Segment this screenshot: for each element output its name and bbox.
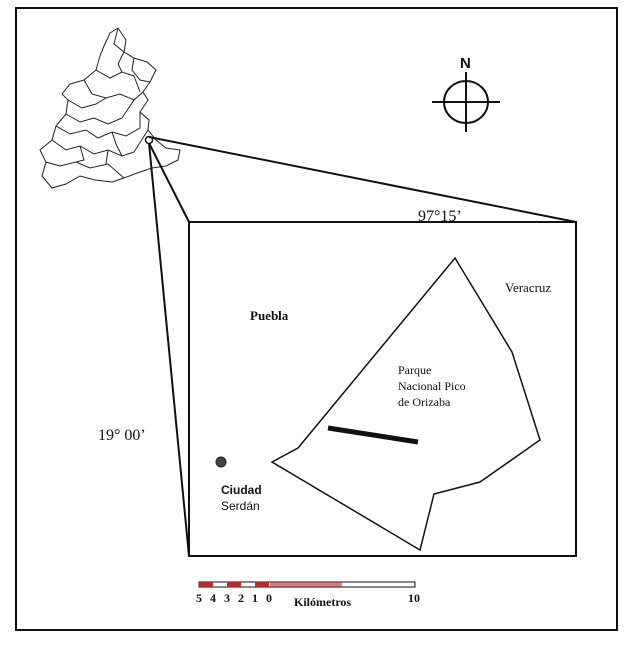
projection-lines	[148, 136, 577, 557]
park-label-line-3: de Orizaba	[398, 395, 451, 409]
scale-tick-4: 4	[210, 591, 216, 605]
longitude-label: 97°15’	[418, 208, 462, 225]
park-label-line-1: Parque	[398, 363, 431, 377]
city-label-line-1: Ciudad	[221, 483, 262, 497]
scale-bar	[198, 581, 416, 588]
park-label-line-2: Nacional Pico	[398, 379, 466, 393]
region-label-veracruz: Veracruz	[505, 280, 551, 295]
region-label-puebla: Puebla	[250, 308, 289, 323]
north-arrow-icon	[432, 72, 500, 132]
scale-tick-2: 2	[238, 591, 244, 605]
park-boundary	[270, 256, 541, 552]
scale-tick-1: 1	[252, 591, 258, 605]
north-label: N	[460, 55, 471, 72]
study-transect	[327, 425, 419, 445]
scale-tick-10: 10	[408, 591, 420, 605]
scale-tick-3: 3	[224, 591, 230, 605]
puebla-state-inset	[39, 27, 181, 189]
map-frame	[15, 7, 618, 631]
scale-tick-5: 5	[196, 591, 202, 605]
city-label-line-2: Serdán	[221, 499, 260, 513]
city-dot	[215, 456, 227, 468]
scale-tick-0: 0	[266, 591, 272, 605]
detail-box	[188, 221, 577, 557]
scale-unit-label: Kilómetros	[294, 595, 351, 609]
latitude-label: 19° 00’	[98, 427, 146, 444]
